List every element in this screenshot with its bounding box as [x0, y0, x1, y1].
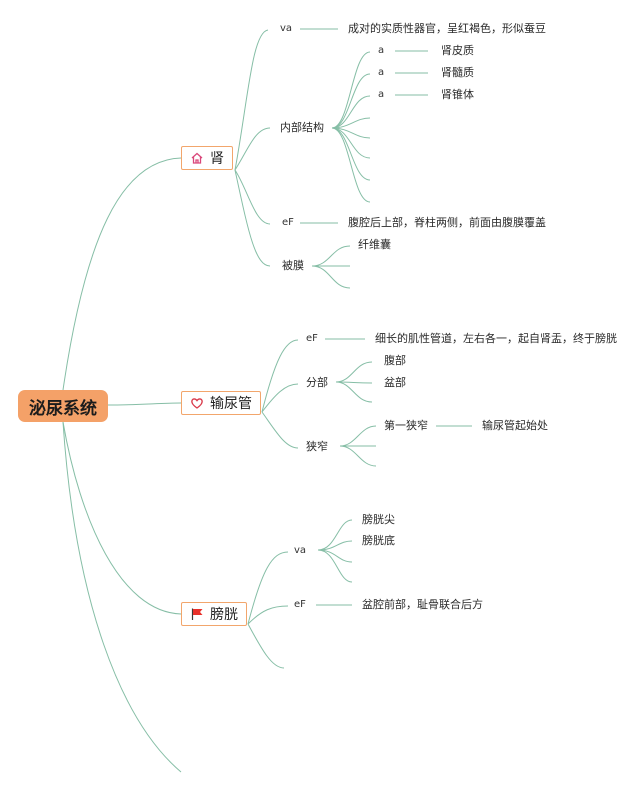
internal-item-1: 肾皮质 [441, 44, 474, 57]
ureter-narrow-label: 狭窄 [306, 440, 328, 453]
bladder-va-label: va [294, 545, 307, 556]
internal-item-3: 肾锥体 [441, 88, 474, 101]
root-topic-label: 泌尿系统 [29, 398, 97, 419]
bladder-va-item-1: 膀胱尖 [362, 513, 395, 526]
narrow-first-label: 第一狭窄 [384, 419, 428, 432]
link-bladder-ef [247, 605, 289, 625]
internal-item-2: 肾髓质 [441, 66, 474, 79]
kidney-ef-label: eF [282, 217, 294, 228]
bladder-ef-label: eF [294, 599, 306, 610]
heart-icon [190, 396, 204, 410]
link-kidney-membrane [234, 169, 271, 267]
home-icon [190, 151, 204, 165]
link-bladder-va [247, 551, 289, 625]
link-root-bladder [62, 421, 182, 615]
link-kidney-internal [234, 127, 271, 171]
internal-marker-3: a [378, 89, 385, 100]
topic-bladder-label: 膀胱 [210, 607, 238, 623]
kidney-membrane-label: 被膜 [282, 259, 304, 272]
bladder-va-item-2: 膀胱底 [362, 534, 395, 547]
kidney-ef-detail: 腹腔后上部，脊柱两侧，前面由腹膜覆盖 [348, 216, 546, 229]
topic-ureter[interactable]: 输尿管 [181, 391, 261, 415]
ureter-ef-label: eF [306, 333, 318, 344]
parts-item-1: 腹部 [384, 354, 406, 367]
link-kidney-va [234, 29, 269, 171]
link-ureter-narrow [261, 411, 299, 449]
kidney-internal-label: 内部结构 [280, 121, 324, 134]
topic-ureter-label: 输尿管 [210, 396, 252, 412]
membrane-item-1: 纤维囊 [358, 238, 391, 251]
link-root-tail [62, 421, 182, 773]
link-ureter-parts [261, 383, 299, 413]
link-root-kidney [62, 157, 182, 391]
bladder-ef-detail: 盆腔前部，耻骨联合后方 [362, 598, 483, 611]
topic-bladder[interactable]: 膀胱 [181, 602, 247, 626]
root-topic[interactable]: 泌尿系统 [18, 390, 108, 422]
kidney-va-detail: 成对的实质性器官，呈红褐色，形似蚕豆 [348, 22, 546, 35]
link-root-ureter [107, 402, 182, 406]
parts-item-2: 盆部 [384, 376, 406, 389]
narrow-first-detail: 输尿管起始处 [482, 419, 548, 432]
topic-kidney[interactable]: 肾 [181, 146, 233, 170]
internal-marker-1: a [378, 45, 385, 56]
internal-marker-2: a [378, 67, 385, 78]
link-kidney-ef [234, 169, 271, 225]
kidney-va-label: va [280, 23, 293, 34]
link-bladder-tail [247, 623, 285, 669]
ureter-ef-detail: 细长的肌性管道，左右各一，起自肾盂，终于膀胱 [375, 332, 617, 345]
ureter-parts-label: 分部 [306, 376, 328, 389]
flag-icon [190, 607, 204, 621]
link-ureter-ef [261, 339, 299, 413]
topic-kidney-label: 肾 [210, 151, 224, 167]
